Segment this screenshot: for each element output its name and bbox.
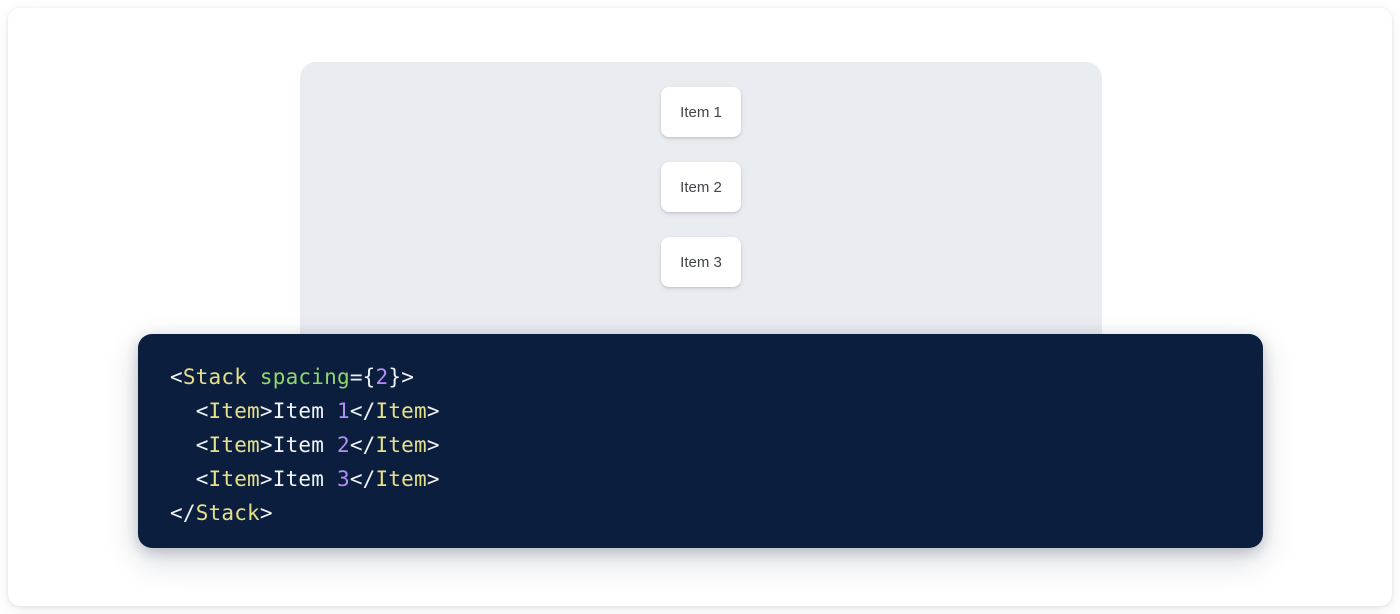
code-token-punct: </: [349, 433, 376, 457]
code-token-tag: Stack: [182, 365, 248, 389]
code-token-text: Item: [272, 433, 337, 457]
code-line: <Stack spacing={2}>: [170, 365, 414, 389]
code-token-punct: }: [388, 365, 402, 389]
code-token-punct: {: [362, 365, 376, 389]
code-token-punct: <: [195, 433, 209, 457]
page-frame: Item 1 Item 2 Item 3 <Stack spacing={2}>…: [8, 8, 1392, 606]
code-line: </Stack>: [170, 501, 273, 525]
code-token-punct: <: [170, 365, 183, 389]
code-token-tag: Item: [208, 399, 260, 423]
preview-container: Item 1 Item 2 Item 3: [300, 62, 1102, 362]
code-token-tag: Stack: [195, 501, 260, 525]
code-token-punct: </: [349, 467, 376, 491]
code-token-num: 3: [336, 467, 350, 491]
code-line: <Item>Item 3</Item>: [170, 467, 440, 491]
code-token-punct: >: [426, 433, 440, 457]
code-token-punct: >: [426, 399, 440, 423]
stack-component: Item 1 Item 2 Item 3: [300, 87, 1102, 287]
code-token-num: 2: [336, 433, 350, 457]
code-token-punct: <: [195, 399, 209, 423]
code-token-punct: </: [349, 399, 376, 423]
code-token-punct: <: [195, 467, 209, 491]
code-panel[interactable]: <Stack spacing={2}> <Item>Item 1</Item> …: [138, 334, 1263, 548]
code-token-punct: >: [259, 433, 273, 457]
list-item[interactable]: Item 1: [661, 87, 741, 137]
code-token-tag: Item: [208, 433, 260, 457]
stack-item-label: Item 1: [680, 103, 722, 121]
code-token-text: Item: [272, 399, 337, 423]
code-token-tag: Item: [375, 467, 427, 491]
code-token-tag: Item: [375, 433, 427, 457]
code-token-attr: spacing: [259, 365, 350, 389]
code-line: <Item>Item 2</Item>: [170, 433, 440, 457]
code-line: <Item>Item 1</Item>: [170, 399, 440, 423]
stack-item-label: Item 2: [680, 178, 722, 196]
code-token-num: 1: [336, 399, 350, 423]
code-token-text: Item: [272, 467, 337, 491]
code-token-punct: =: [349, 365, 363, 389]
code-token-punct: >: [259, 467, 273, 491]
code-block: <Stack spacing={2}> <Item>Item 1</Item> …: [138, 334, 1263, 530]
code-token-tag: Item: [375, 399, 427, 423]
code-token-num: 2: [375, 365, 389, 389]
code-token-punct: </: [170, 501, 196, 525]
stack-item-label: Item 3: [680, 253, 722, 271]
list-item[interactable]: Item 2: [661, 162, 741, 212]
code-token-punct: >: [401, 365, 415, 389]
code-token-punct: >: [259, 501, 273, 525]
code-token-tag: Item: [208, 467, 260, 491]
code-token-punct: >: [259, 399, 273, 423]
code-token-punct: [247, 365, 260, 389]
code-token-punct: >: [426, 467, 440, 491]
list-item[interactable]: Item 3: [661, 237, 741, 287]
